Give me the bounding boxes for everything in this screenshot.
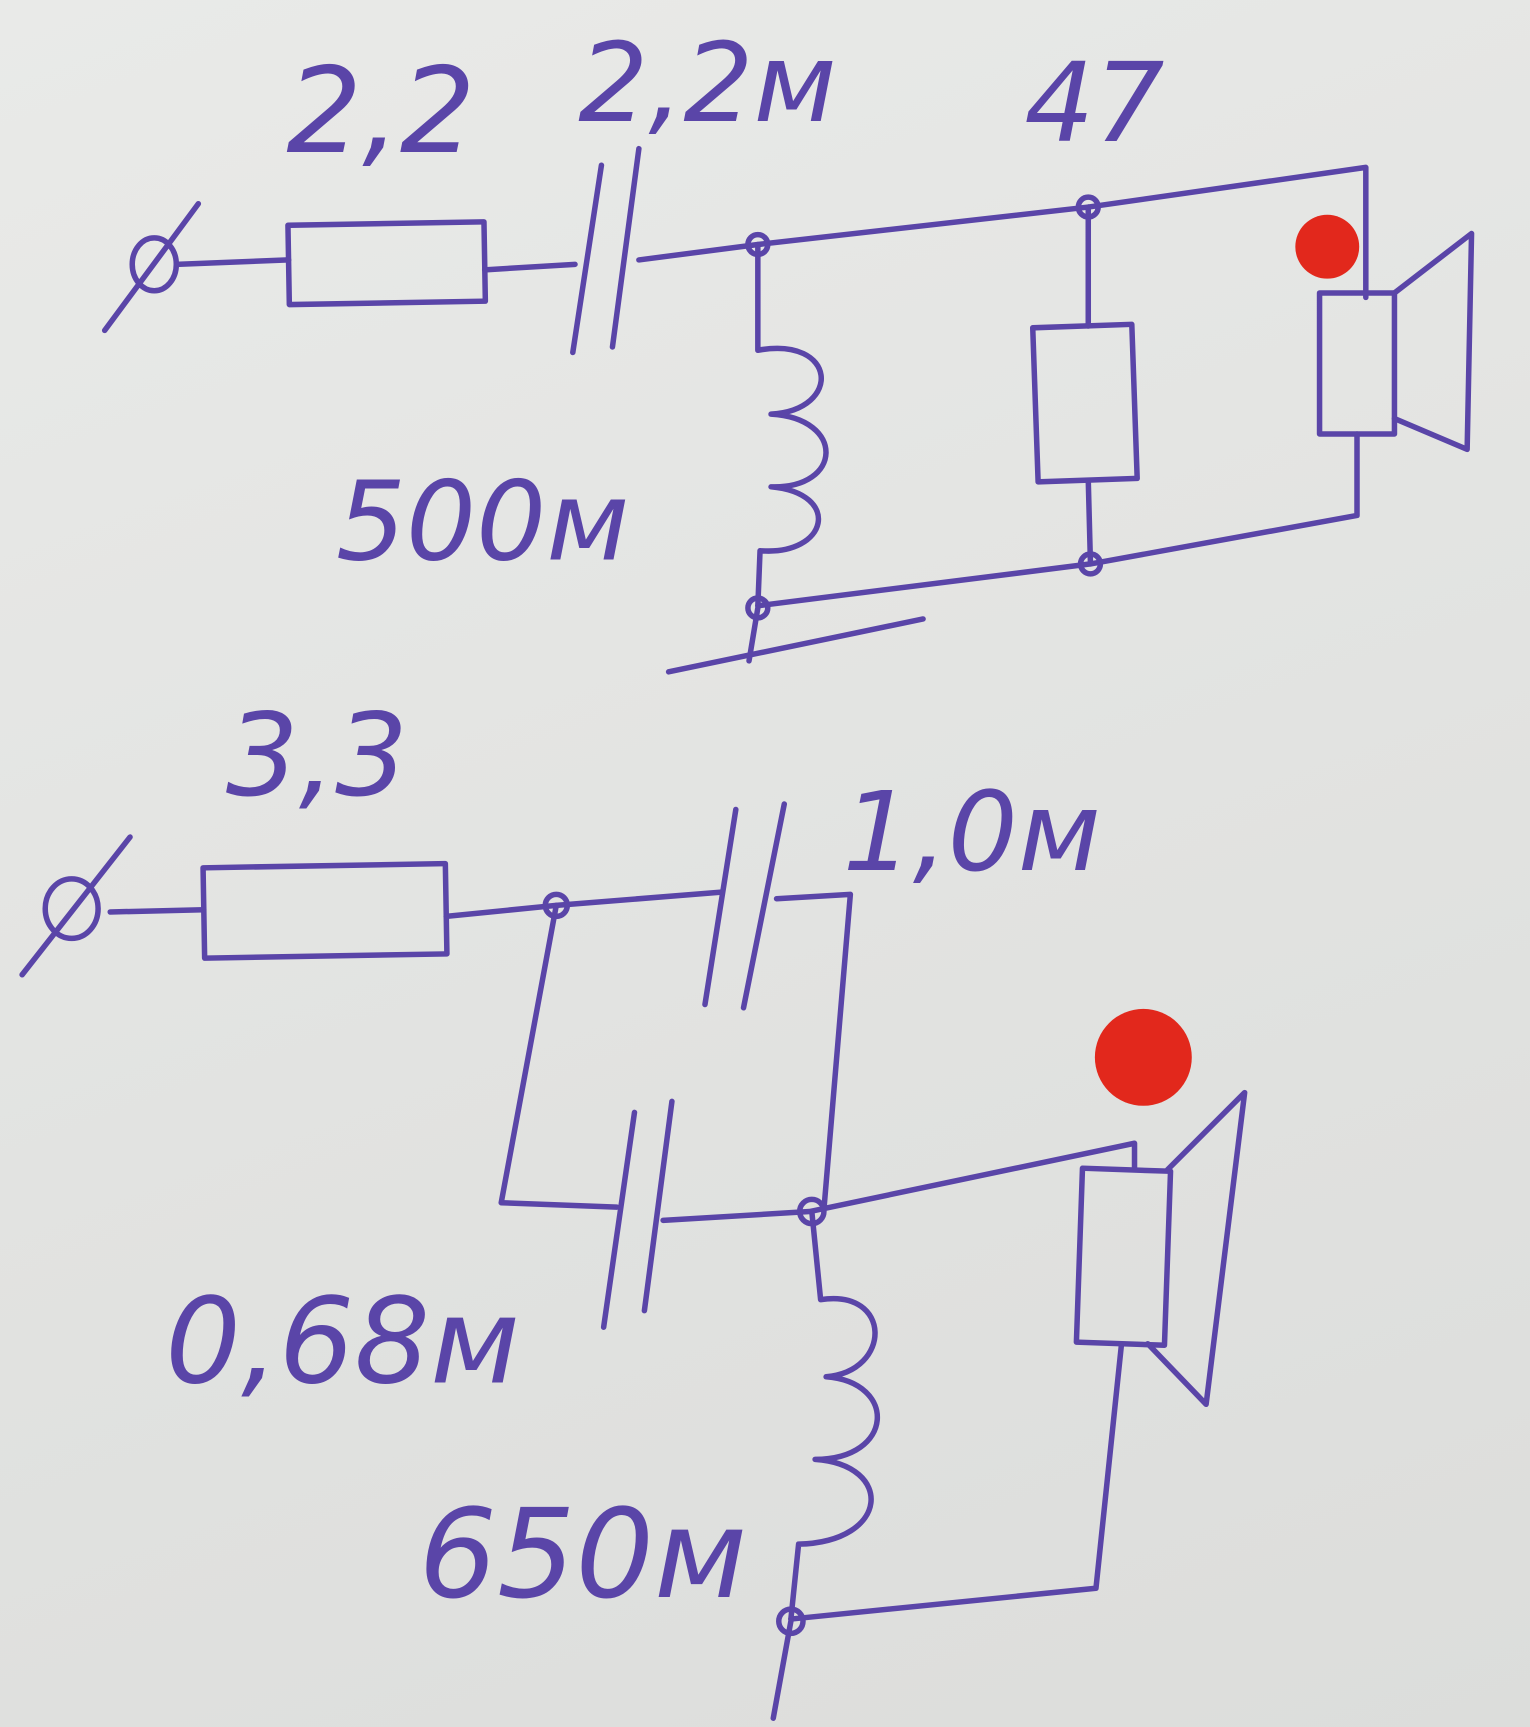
capacitor-top-label: 1,0м [843,768,1101,896]
wire [498,902,620,1210]
wire [773,891,854,1213]
wire [788,1343,1125,1622]
input-terminal-icon [101,201,202,334]
parallel-resistor-label: 47 [1024,39,1164,167]
wire [481,261,578,273]
inductor-icon [755,241,829,609]
input-terminal-icon [19,834,133,978]
polarity-marker-icon [1094,1008,1192,1106]
ground-icon [770,1618,794,1721]
wire [755,431,1360,609]
speaker-icon [1073,1089,1248,1408]
capacitor-label: 2,2м [578,19,836,147]
parallel-resistor [1029,321,1140,485]
polarity-marker-icon [1295,214,1360,279]
top-crossover-circuit: 2,2 2,2м 47 500м [101,19,1475,675]
inductor-label: 500м [336,458,629,586]
wire [173,257,292,268]
wire [636,164,1369,301]
capacitor-bottom-label: 0,68м [165,1273,520,1411]
ground-icon [665,605,926,675]
wire [1085,477,1094,567]
series-resistor-label: 2,2 [286,43,475,181]
wire [443,889,725,920]
series-resistor-label: 3,3 [226,690,408,823]
series-resistor [285,219,489,308]
capacitor-bottom-icon [600,1098,675,1330]
inductor-icon [788,1208,880,1622]
series-resistor [200,860,450,961]
bottom-crossover-circuit: 3,3 1,0м 0,68м 650м [19,690,1248,1721]
wire [660,1140,1138,1224]
capacitor-icon [570,145,642,356]
wire [107,907,207,915]
inductor-label: 650м [419,1484,747,1627]
capacitor-top-icon [702,801,788,1011]
